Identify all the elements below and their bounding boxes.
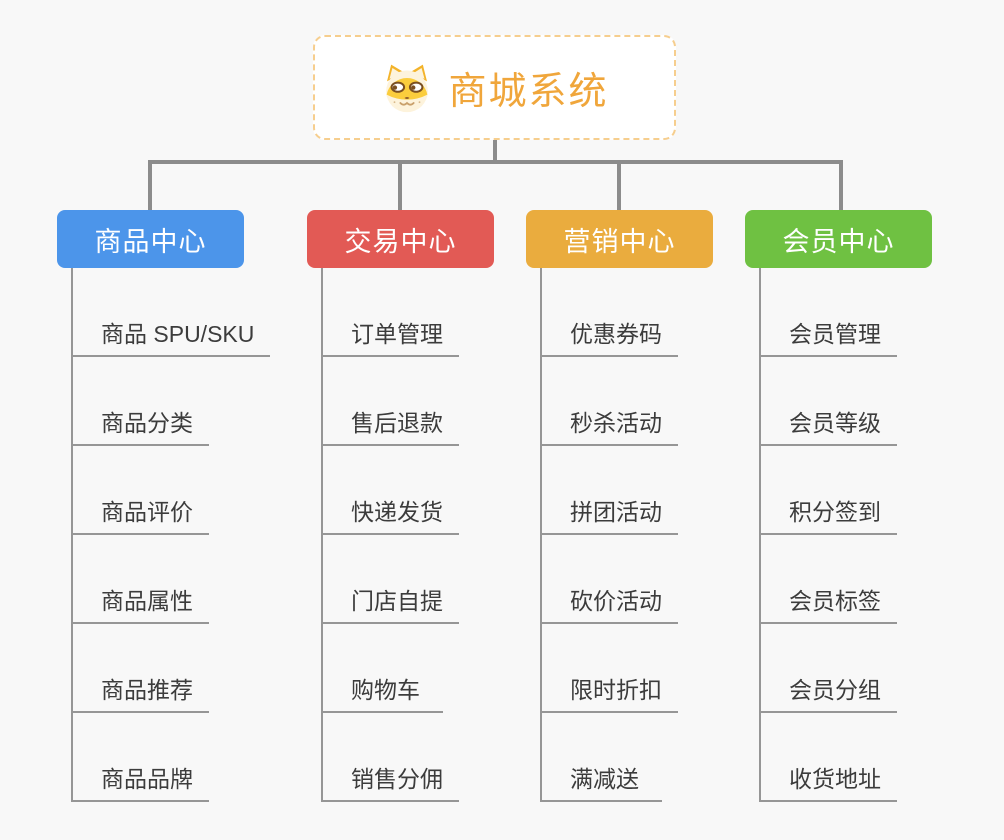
branch-trade-center[interactable]: 交易中心 xyxy=(307,210,494,268)
child-topic[interactable]: 拼团活动 xyxy=(542,446,678,535)
child-topic[interactable]: 商品 SPU/SKU xyxy=(73,268,271,357)
child-topic[interactable]: 会员管理 xyxy=(761,268,897,357)
child-topic[interactable]: 售后退款 xyxy=(323,357,459,446)
child-topic[interactable]: 订单管理 xyxy=(323,268,459,357)
child-topic[interactable]: 收货地址 xyxy=(761,713,897,802)
connector-stub-branch3 xyxy=(617,160,621,210)
connector-bus xyxy=(148,160,843,164)
child-topic[interactable]: 会员分组 xyxy=(761,624,897,713)
connector-root-stem xyxy=(493,140,497,162)
child-topic[interactable]: 满减送 xyxy=(542,713,662,802)
child-topic[interactable]: 会员标签 xyxy=(761,535,897,624)
connector-stub-branch4 xyxy=(839,160,843,210)
child-topic[interactable]: 商品分类 xyxy=(73,357,209,446)
root-title: 商城系统 xyxy=(448,71,609,113)
child-topic[interactable]: 购物车 xyxy=(323,624,443,713)
branch-member-children: 会员管理 会员等级 积分签到 会员标签 会员分组 收货地址 xyxy=(759,268,897,802)
branch-marketing-center[interactable]: 营销中心 xyxy=(526,210,713,268)
child-topic[interactable]: 限时折扣 xyxy=(542,624,678,713)
child-topic[interactable]: 积分签到 xyxy=(761,446,897,535)
child-topic[interactable]: 销售分佣 xyxy=(323,713,459,802)
branch-marketing-children: 优惠券码 秒杀活动 拼团活动 砍价活动 限时折扣 满减送 xyxy=(540,268,678,802)
branch-member-center[interactable]: 会员中心 xyxy=(745,210,932,268)
child-topic[interactable]: 商品品牌 xyxy=(73,713,209,802)
root-topic[interactable]: 商城系统 xyxy=(313,35,676,140)
dog-face-icon xyxy=(386,64,429,112)
connector-stub-branch1 xyxy=(148,160,152,210)
child-topic[interactable]: 门店自提 xyxy=(323,535,459,624)
branch-product-children: 商品 SPU/SKU 商品分类 商品评价 商品属性 商品推荐 商品品牌 xyxy=(71,268,271,802)
child-topic[interactable]: 商品属性 xyxy=(73,535,209,624)
child-topic[interactable]: 秒杀活动 xyxy=(542,357,678,446)
child-topic[interactable]: 商品评价 xyxy=(73,446,209,535)
child-topic[interactable]: 会员等级 xyxy=(761,357,897,446)
child-topic[interactable]: 砍价活动 xyxy=(542,535,678,624)
child-topic[interactable]: 商品推荐 xyxy=(73,624,209,713)
child-topic[interactable]: 快递发货 xyxy=(323,446,459,535)
connector-stub-branch2 xyxy=(398,160,402,210)
child-topic[interactable]: 优惠券码 xyxy=(542,268,678,357)
branch-product-center[interactable]: 商品中心 xyxy=(57,210,244,268)
branch-trade-children: 订单管理 售后退款 快递发货 门店自提 购物车 销售分佣 xyxy=(321,268,459,802)
